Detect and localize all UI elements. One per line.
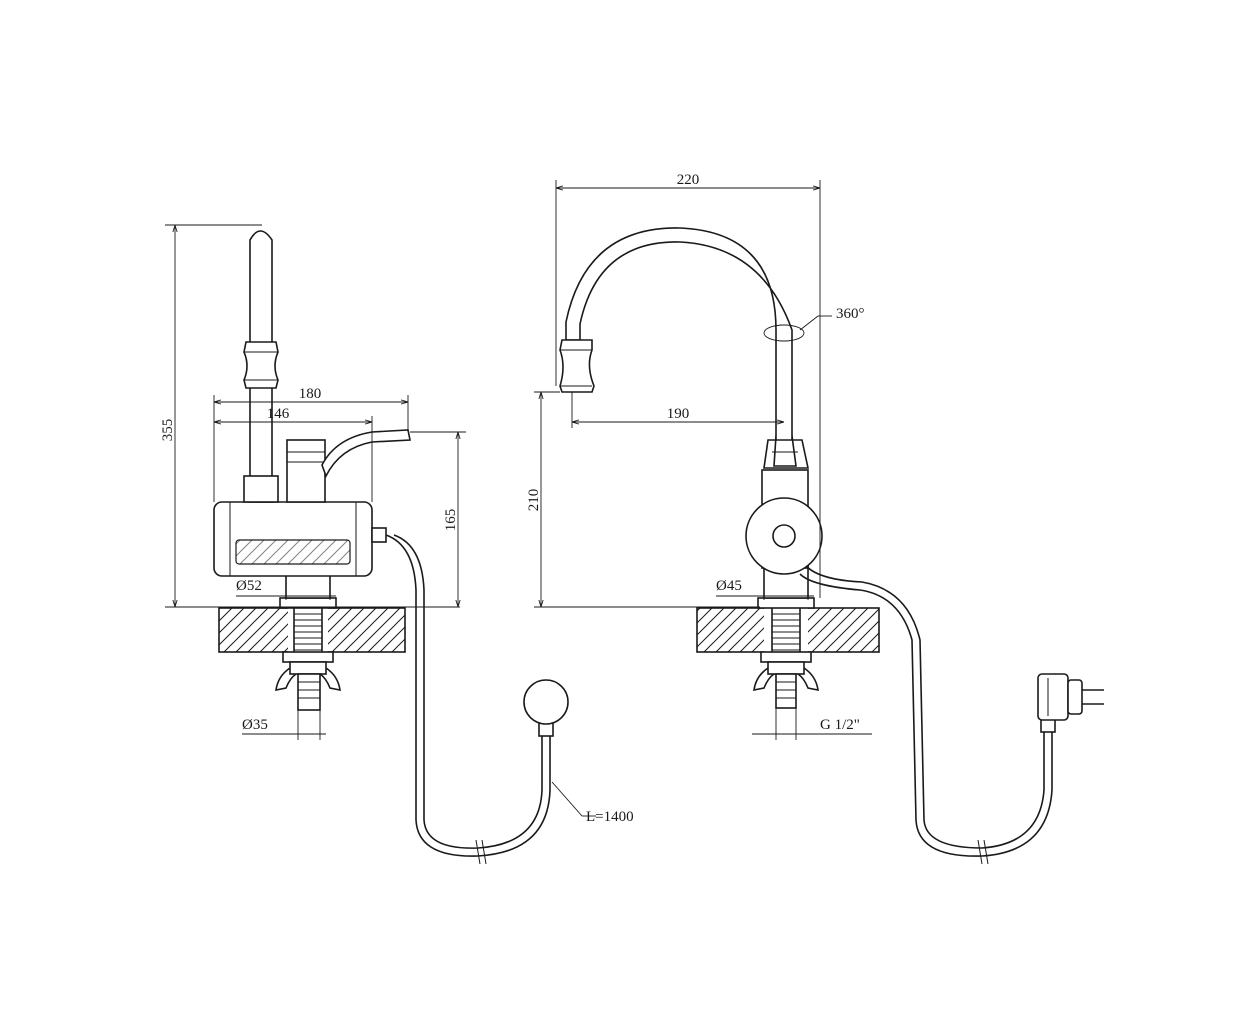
dimensions-left [165,224,596,817]
label-146: 146 [267,406,290,422]
spout-right [559,227,805,441]
label-dia35: Ø35 [242,717,268,733]
plug-ball [523,679,569,725]
base-flange-left [279,573,337,609]
label-220: 220 [677,172,700,188]
threaded-rod-right [753,605,819,709]
heater-body-right [745,429,823,575]
label-dia52: Ø52 [236,578,262,594]
label-dia45: Ø45 [716,578,742,594]
label-165: 165 [443,509,459,532]
label-cable-length: L=1400 [586,809,634,825]
handle-left [286,429,411,503]
label-thread: G 1/2" [820,717,860,733]
heater-body-left [213,501,387,577]
cable-right [799,565,1104,865]
euro-plug-icon [1037,673,1104,721]
label-190: 190 [667,406,690,422]
label-360: 360° [836,306,865,322]
cable-left [385,534,569,865]
label-180: 180 [299,386,322,402]
dimensions-right [534,180,872,740]
label-355: 355 [160,419,176,442]
front-view: 220 360° 190 210 Ø45 G 1/2" [526,172,1104,865]
label-210: 210 [526,489,542,512]
rotation-icon [763,324,805,342]
side-view: 355 180 146 165 Ø52 Ø35 L=1400 [160,224,634,865]
spout-left [243,230,279,503]
